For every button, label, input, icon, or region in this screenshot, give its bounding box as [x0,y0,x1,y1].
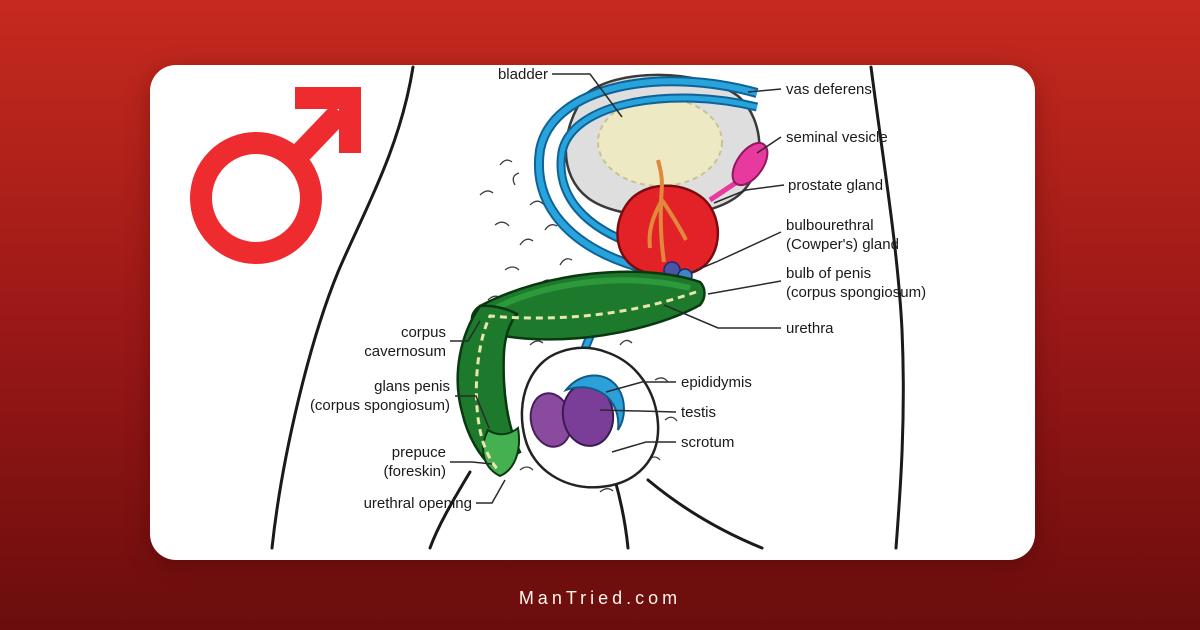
site-name: ManTried.com [518,588,682,608]
label-epididymis: epididymis [681,374,752,391]
label-scrotum: scrotum [681,434,735,451]
label-urethra: urethra [786,320,834,337]
label-vas-deferens: vas deferens [786,81,872,98]
label-prostate-gland: prostate gland [788,177,884,194]
label-seminal-vesicle: seminal vesicle [786,129,888,146]
label-corpus-cavernosum: corpus cavernosum [364,324,446,360]
label-prepuce: prepuce (foreskin) [383,444,446,480]
label-testis: testis [681,404,717,421]
label-bulb-of-penis: bulb of penis (corpus spongiosum) [786,265,927,301]
label-bulbourethral-gland: bulbourethral (Cowper's) gland [786,217,899,253]
label-glans-penis: glans penis (corpus spongiosum) [309,378,450,414]
label-bladder: bladder [497,66,548,83]
label-urethral-opening: urethral opening [363,495,472,512]
diagram-card [150,65,1035,560]
